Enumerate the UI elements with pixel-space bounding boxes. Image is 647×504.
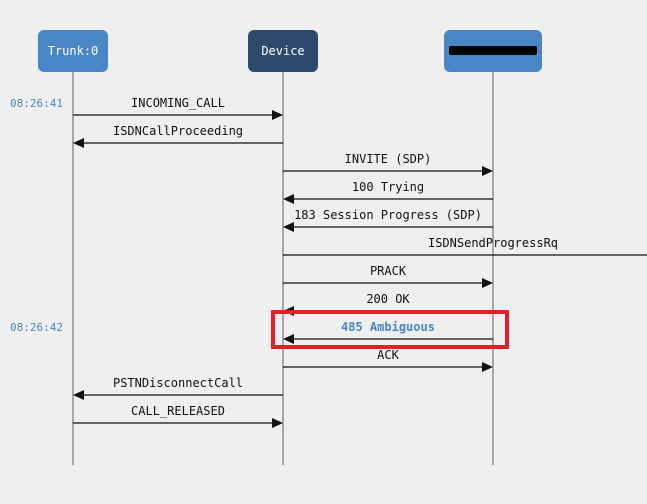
message-label: 200 OK (366, 292, 410, 306)
message-label: CALL_RELEASED (131, 404, 225, 418)
message-0[interactable]: INCOMING_CALL (73, 96, 283, 120)
arrowhead-icon (73, 390, 84, 400)
highlight-box (271, 310, 509, 349)
arrowhead-icon (272, 418, 283, 428)
participant-label: Device (261, 44, 304, 58)
arrowhead-icon (482, 166, 493, 176)
arrowhead-icon (482, 362, 493, 372)
participant-device[interactable]: Device (248, 30, 318, 72)
arrowhead-icon (283, 334, 294, 344)
message-label: ACK (377, 348, 399, 362)
arrowhead-icon (272, 110, 283, 120)
message-9[interactable]: ACK (283, 348, 493, 372)
participant-remote[interactable] (444, 30, 542, 72)
message-label: PSTNDisconnectCall (113, 376, 243, 390)
participant-box (38, 30, 108, 72)
message-label: INVITE (SDP) (345, 152, 432, 166)
arrowhead-icon (283, 222, 294, 232)
arrowhead-icon (283, 194, 294, 204)
message-3[interactable]: 100 Trying (283, 180, 493, 204)
arrowhead-icon (482, 278, 493, 288)
timestamp-label: 08:26:42 (10, 321, 63, 334)
message-4[interactable]: 183 Session Progress (SDP) (283, 208, 493, 232)
message-2[interactable]: INVITE (SDP) (283, 152, 493, 176)
message-label: 183 Session Progress (SDP) (294, 208, 482, 222)
message-10[interactable]: PSTNDisconnectCall (73, 376, 283, 400)
participant-box (248, 30, 318, 72)
message-1[interactable]: ISDNCallProceeding (73, 124, 283, 148)
message-label: 485 Ambiguous (341, 320, 435, 334)
participant-label: Trunk:0 (48, 44, 99, 58)
message-5[interactable]: ISDNSendProgressRq (283, 236, 647, 256)
timestamp-label: 08:26:41 (10, 97, 63, 110)
message-label: ISDNSendProgressRq (428, 236, 558, 250)
message-label: ISDNCallProceeding (113, 124, 243, 138)
message-6[interactable]: PRACK (283, 264, 493, 288)
redaction-bar (449, 46, 537, 55)
arrowhead-icon (73, 138, 84, 148)
message-label: INCOMING_CALL (131, 96, 225, 110)
message-8[interactable]: 485 Ambiguous (271, 310, 509, 349)
participant-trunk[interactable]: Trunk:0 (38, 30, 108, 72)
message-11[interactable]: CALL_RELEASED (73, 404, 283, 428)
message-label: 100 Trying (352, 180, 424, 194)
message-label: PRACK (370, 264, 407, 278)
